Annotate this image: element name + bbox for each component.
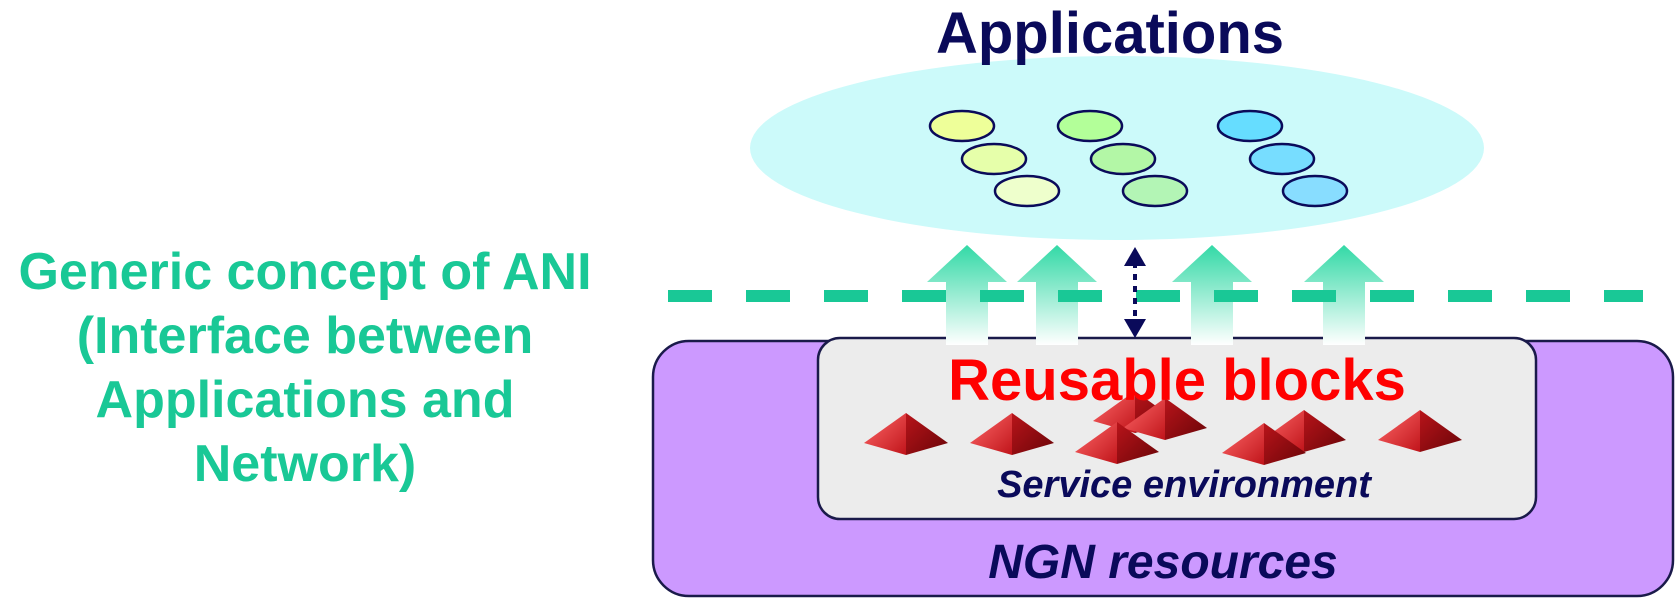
ani-label-line: Generic concept of ANI — [18, 243, 592, 301]
application-items — [928, 109, 1349, 208]
up-arrow — [927, 245, 1007, 345]
interface-arrows — [927, 245, 1384, 345]
up-arrow — [1017, 245, 1097, 345]
reusable-blocks-label: Reusable blocks — [948, 348, 1406, 413]
ngn-resources-label: NGN resources — [988, 536, 1337, 589]
app-oval — [960, 142, 1028, 176]
up-arrow — [1304, 245, 1384, 345]
applications-title: Applications — [936, 1, 1284, 66]
app-oval — [993, 174, 1061, 208]
ani-label-line: Applications and — [95, 371, 515, 429]
app-oval — [1216, 109, 1284, 143]
ani-label-line: (Interface between — [76, 307, 534, 365]
dotted-double-arrow — [1124, 247, 1146, 338]
app-oval — [1121, 174, 1189, 208]
service-environment-label: Service environment — [997, 464, 1372, 506]
up-arrow — [1172, 245, 1252, 345]
app-oval — [1089, 142, 1157, 176]
ani-concept-label: Generic concept of ANI (Interface betwee… — [0, 240, 610, 496]
app-oval — [1281, 174, 1349, 208]
ani-label-line: Network) — [193, 435, 417, 493]
app-oval — [1056, 109, 1124, 143]
app-oval — [928, 109, 996, 143]
app-oval — [1248, 142, 1316, 176]
